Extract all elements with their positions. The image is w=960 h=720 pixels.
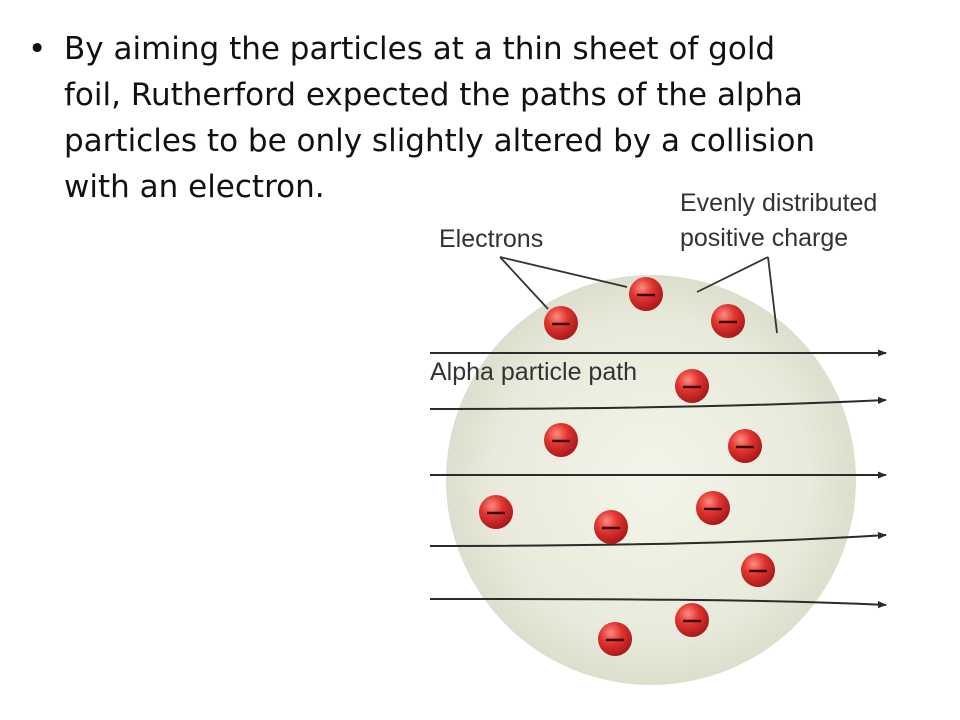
electrons bbox=[479, 277, 775, 656]
charge-leader-lines bbox=[696, 256, 778, 334]
electrons-leader-lines bbox=[499, 256, 628, 310]
alpha-path-2 bbox=[429, 396, 887, 410]
alpha-particle-path-label: Alpha particle path bbox=[430, 358, 637, 386]
charge-leader-line bbox=[696, 256, 769, 293]
charge-leader-line bbox=[767, 256, 778, 334]
charge-label-line-2: positive charge bbox=[680, 224, 848, 252]
bullet-paragraph: • By aiming the particles at a thin shee… bbox=[28, 26, 933, 210]
electrons-leader-line bbox=[499, 256, 628, 288]
bullet-line-3: particles to be only slightly altered by… bbox=[64, 123, 816, 159]
bullet-line-2: foil, Rutherford expected the paths of t… bbox=[64, 77, 803, 113]
bullet-line-4: with an electron. bbox=[64, 169, 325, 205]
electrons-leader-line bbox=[499, 256, 549, 310]
charge-label-line-1: Evenly distributed bbox=[680, 189, 877, 217]
alpha-particle-paths bbox=[429, 349, 887, 609]
electrons-label: Electrons bbox=[439, 225, 543, 253]
positive-charge-sphere bbox=[446, 275, 856, 685]
alpha-path-4 bbox=[429, 531, 887, 547]
bullet-marker: • bbox=[28, 31, 47, 67]
bullet-text: By aiming the particles at a thin sheet … bbox=[64, 26, 933, 210]
bullet-line-1: By aiming the particles at a thin sheet … bbox=[64, 31, 776, 67]
alpha-path-5 bbox=[429, 598, 887, 609]
